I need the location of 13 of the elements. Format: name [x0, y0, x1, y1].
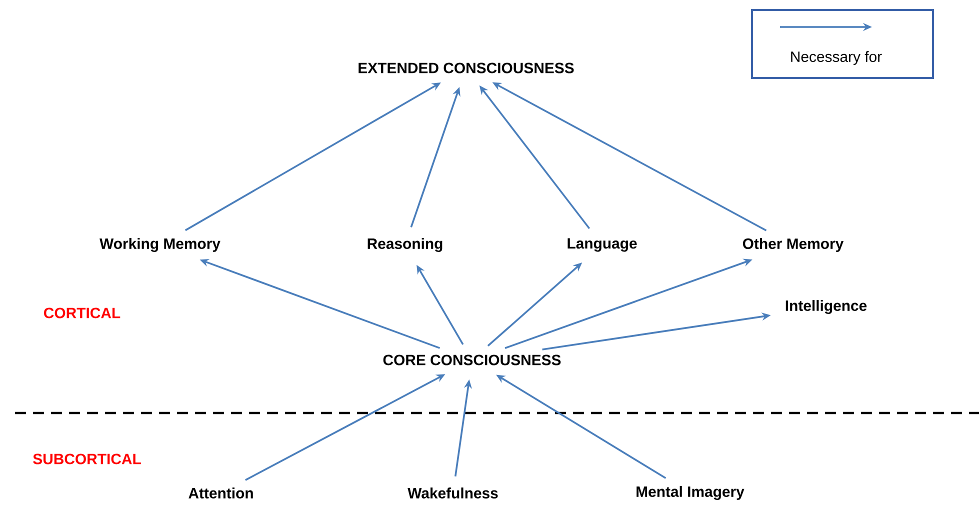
node-label: Language	[568, 238, 637, 252]
node-label: Attention	[188, 488, 253, 498]
region-label: SUBCORTICAL	[33, 454, 141, 464]
node-label: EXTENDED CONSCIOUSNESS	[358, 62, 574, 74]
region-label: CORTICAL	[44, 308, 120, 318]
node-label: CORE CONSCIOUSNESS	[383, 354, 561, 366]
node-label: Reasoning	[368, 238, 442, 252]
node-label: Wakefulness	[408, 488, 498, 498]
node-label: Mental Imagery	[636, 486, 744, 500]
node-label: Intelligence	[786, 300, 867, 314]
node-label: Other Memory	[742, 238, 844, 252]
legend-box: Necessary for	[751, 9, 934, 79]
node-label: Working Memory	[100, 238, 220, 252]
